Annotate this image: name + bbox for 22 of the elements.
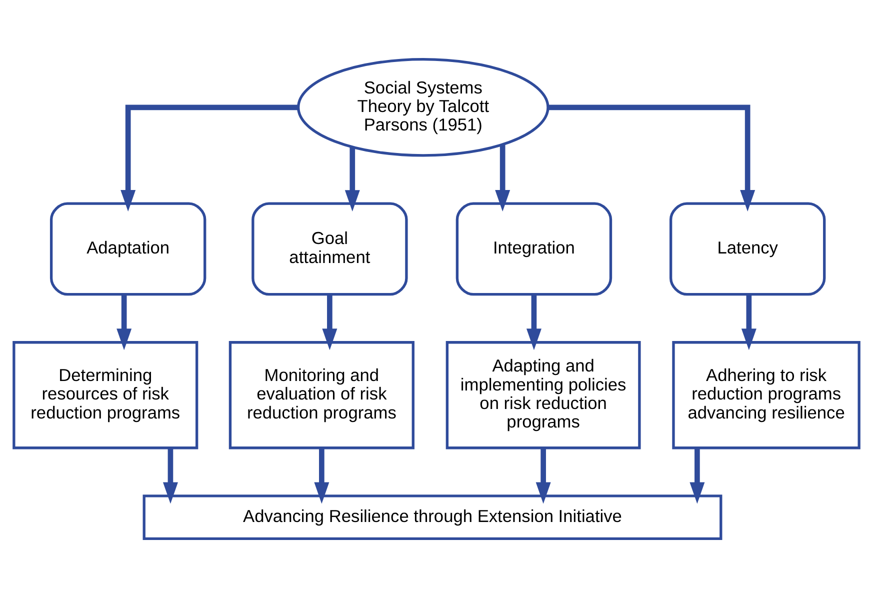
arrow	[536, 448, 551, 504]
node-box: Integration	[456, 202, 612, 296]
arrow	[690, 448, 705, 504]
arrow	[741, 294, 756, 350]
node-ellipse: Social Systems Theory by Talcott Parsons (1951)	[296, 58, 550, 157]
node-box: Advancing Resilience through Extension Initiative	[142, 494, 722, 540]
arrow	[548, 104, 756, 212]
node-box: Adapting and implementing policies on risk reduction programs	[446, 341, 641, 450]
node-box: Goal attainment	[252, 202, 408, 296]
arrow	[322, 294, 338, 350]
node-box: Adhering to risk reduction programs advancing resilience	[672, 341, 860, 450]
arrow	[344, 147, 360, 212]
node-box: Adaptation	[50, 202, 206, 296]
node-box: Determining resources of risk reduction programs	[12, 341, 198, 450]
arrow	[120, 104, 298, 212]
node-box: Monitoring and evaluation of risk reduction programs	[228, 341, 414, 450]
node-box: Latency	[669, 202, 826, 296]
arrow	[526, 294, 542, 350]
arrow	[162, 448, 178, 504]
arrow	[314, 448, 330, 504]
arrow	[116, 294, 132, 350]
arrow	[495, 144, 510, 212]
